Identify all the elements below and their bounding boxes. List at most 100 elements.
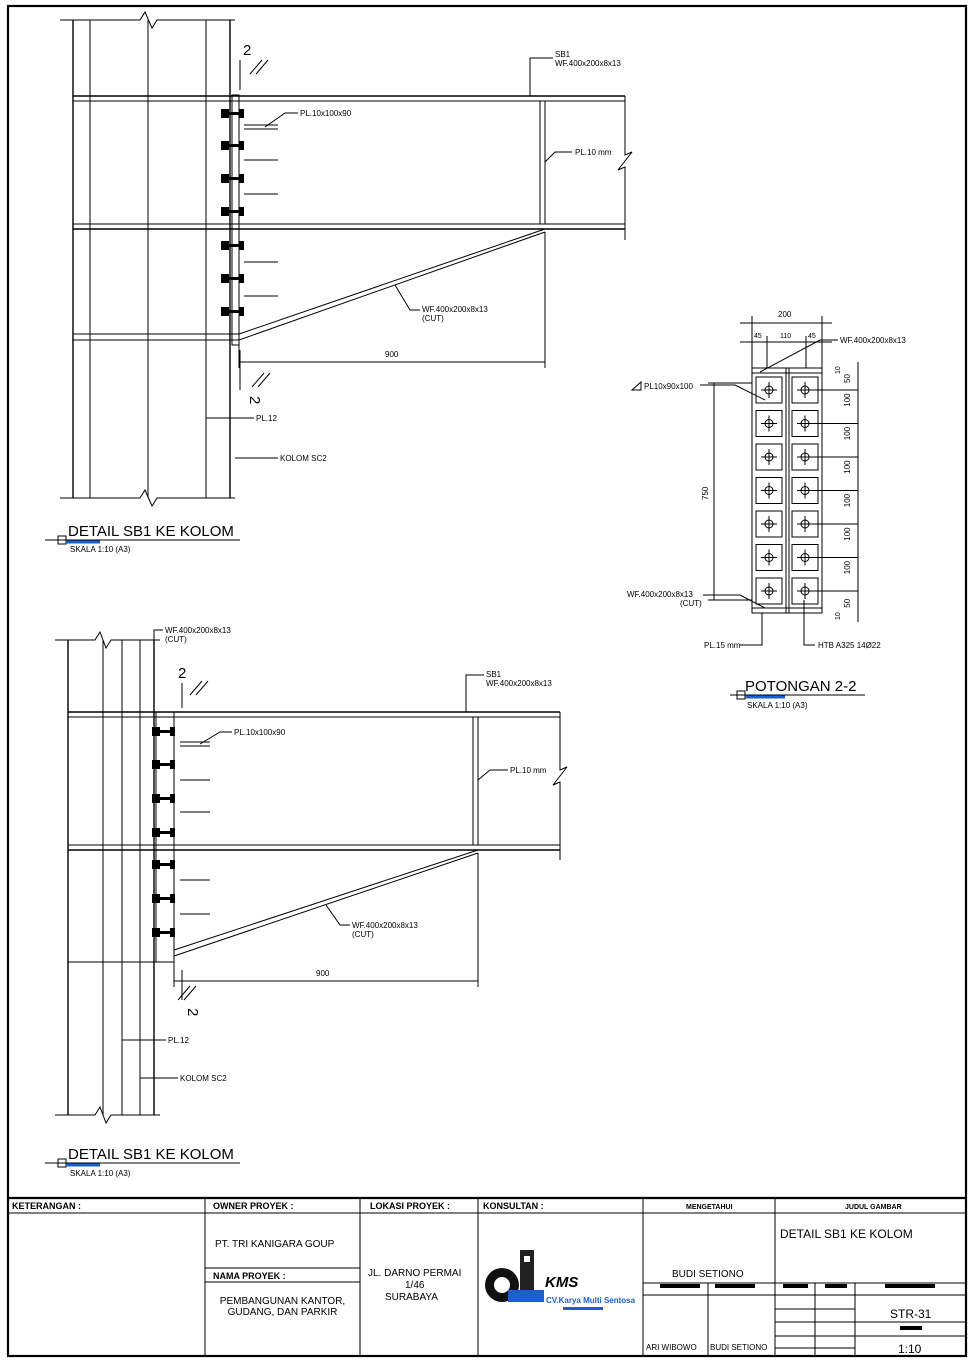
section-plate-label: PL10x90x100 [644, 382, 693, 391]
bolt-cell [755, 510, 783, 538]
beam-size-label-2: WF.400x200x8x13 [486, 679, 552, 688]
owner-value: PT. TRI KANIGARA GOUP [215, 1239, 335, 1250]
haunch-cut-label-2: (CUT) [352, 930, 374, 939]
beam-label-2: SB1 [486, 670, 502, 679]
section-scale: SKALA 1:10 (A3) [747, 701, 808, 710]
bolt [221, 109, 244, 118]
dimension-900: 900 [385, 350, 399, 359]
section-pitch-label: 100 [843, 560, 852, 574]
section-dim-gauge: 110 [780, 333, 791, 340]
haunch-cut-label: (CUT) [422, 314, 444, 323]
section-title: POTONGAN 2-2 [745, 678, 856, 695]
location-value-1: JL. DARNO PERMAI [368, 1268, 461, 1279]
section-pitch-label: 50 [843, 374, 852, 383]
section-bolt-label: HTB A325 14Ø22 [818, 641, 881, 650]
plate-label: PL.10x100x90 [300, 109, 352, 118]
endplate-label: PL.12 [256, 414, 277, 423]
section-endplate-label: PL.15 mm [704, 641, 741, 650]
section-mark-top-2: 2 [178, 665, 186, 682]
detail-1: 2 2 900 SB1 WF.400x200x8x13 PL.10x100x90… [45, 10, 633, 554]
sheet-border [6, 4, 968, 1358]
section-pitch-label: 100 [843, 426, 852, 440]
logo-text: KMS [545, 1274, 578, 1291]
approved-header: MENGETAHUI [686, 1204, 733, 1211]
bolt [152, 928, 175, 937]
consultant-label: KONSULTAN : [483, 1201, 544, 1211]
bolt-cell [755, 477, 783, 504]
column-label-2: KOLOM SC2 [180, 1074, 227, 1083]
bolt [221, 174, 244, 183]
checked-name: BUDI SETIONO [710, 1343, 767, 1352]
approved-name: BUDI SETIONO [672, 1269, 744, 1280]
bolt [221, 307, 244, 316]
section-dim-edge-right: 45 [808, 333, 816, 340]
bolt [221, 141, 244, 150]
section-mark-bottom: 2 [246, 396, 263, 404]
bolt-cell [755, 410, 783, 437]
drawing-title-header: JUDUL GAMBAR [845, 1204, 902, 1211]
location-value-2: 1/46 [405, 1280, 425, 1291]
bolt [152, 727, 175, 736]
keterangan-label: KETERANGAN : [12, 1201, 81, 1211]
section-dim-edge-left: 45 [754, 333, 762, 340]
bolt-group-detail-1 [221, 109, 244, 316]
section-pitch-label: 50 [843, 598, 852, 607]
bolt [152, 794, 175, 803]
project-value: PEMBANGUNAN KANTOR, GUDANG, DAN PARKIR [219, 1296, 346, 1318]
section-pitch-label: 100 [843, 527, 852, 541]
project-label: NAMA PROYEK : [213, 1271, 286, 1281]
detail-2-title: DETAIL SB1 KE KOLOM [68, 1146, 234, 1163]
location-value-3: SURABAYA [385, 1292, 438, 1303]
stiffener-label-2: PL.10 mm [510, 766, 547, 775]
bolt-cell [755, 376, 783, 404]
section-pitch-label: 100 [843, 460, 852, 474]
dimension-900-2: 900 [316, 969, 330, 978]
sheet-number: STR-31 [890, 1307, 932, 1321]
drawing-title: DETAIL SB1 KE KOLOM [780, 1227, 913, 1241]
project-value-box: PEMBANGUNAN KANTOR, GUDANG, DAN PARKIR [219, 1296, 346, 1318]
section-dim-height: 750 [701, 486, 710, 500]
section-mark-top: 2 [243, 42, 251, 59]
bolt [221, 241, 244, 250]
detail-1-title: DETAIL SB1 KE KOLOM [68, 523, 234, 540]
cut-sub-label: (CUT) [165, 635, 187, 644]
detail-2-scale: SKALA 1:10 (A3) [70, 1169, 131, 1178]
column-label: KOLOM SC2 [280, 454, 327, 463]
bolt-cell [755, 544, 783, 571]
cut-label: WF.400x200x8x13 [165, 626, 231, 635]
section-dim-width: 200 [778, 310, 792, 319]
bolt [152, 894, 175, 903]
owner-label: OWNER PROYEK : [213, 1201, 294, 1211]
bolt [221, 274, 244, 283]
bolt-group-detail-2 [152, 727, 175, 937]
company-name: CV.Karya Multi Sentosa [546, 1296, 636, 1305]
stiffener-label: PL.10 mm [575, 148, 612, 157]
section-pitch-label: 100 [843, 393, 852, 407]
section-dim-top-1: 10 [835, 366, 842, 374]
plate-label-2: PL.10x100x90 [234, 728, 286, 737]
section-2-2: 200 45 110 45 750 50 100 100 100 100 100 100 50… [627, 310, 906, 710]
haunch-label: WF.400x200x8x13 [422, 305, 488, 314]
section-pitch-label: 100 [843, 493, 852, 507]
bolt [152, 828, 175, 837]
section-mark-bottom-2: 2 [184, 1008, 201, 1016]
scale-value: 1:10 [898, 1342, 922, 1356]
beam-label: SB1 [555, 50, 571, 59]
company-logo: KMS CV.Karya Multi Sentosa [485, 1250, 636, 1310]
bolt [221, 207, 244, 216]
bolt-grid-section [755, 376, 858, 605]
bolt [152, 860, 175, 869]
location-label: LOKASI PROYEK : [370, 1201, 450, 1211]
bolt-cell [755, 443, 783, 471]
beam-size-label: WF.400x200x8x13 [555, 59, 621, 68]
haunch-label-2: WF.400x200x8x13 [352, 921, 418, 930]
section-dim-bottom-2: 10 [835, 612, 842, 620]
detail-1-scale: SKALA 1:10 (A3) [70, 545, 131, 554]
bolt [152, 760, 175, 769]
endplate-label-2: PL.12 [168, 1036, 189, 1045]
detail-2: 2 2 900 WF.400x200x8x13 (CUT) SB1 WF.400… [45, 626, 568, 1178]
section-top-label: WF.400x200x8x13 [840, 336, 906, 345]
title-block: KETERANGAN : OWNER PROYEK : LOKASI PROYE… [8, 1196, 966, 1356]
bolt-cell [755, 577, 783, 605]
